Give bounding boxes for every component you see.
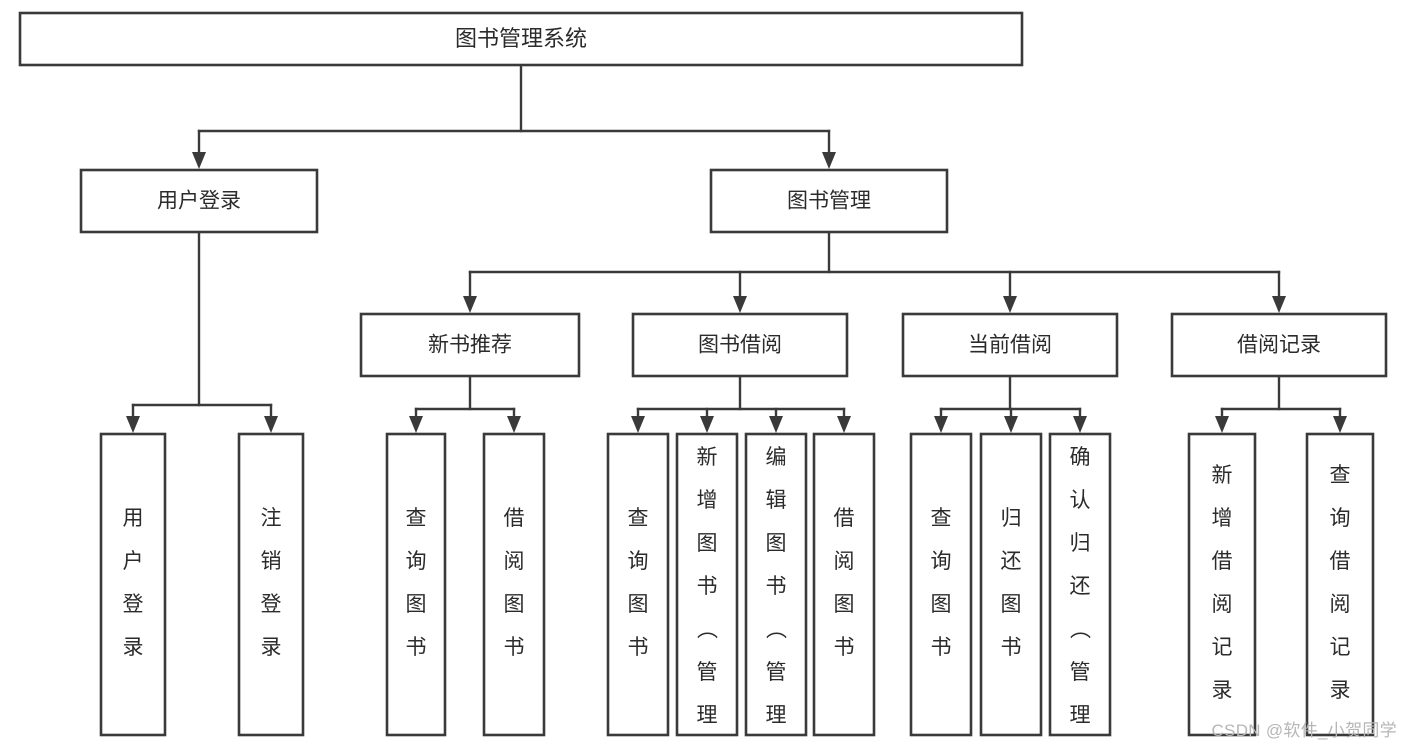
- node-box-borrow-record[interactable]: [1170, 312, 1388, 378]
- node-label-leaf-query-borrow-record: 查询借阅记录: [1330, 464, 1351, 702]
- node-label-leaf-query-book-2: 查询图书: [628, 507, 649, 659]
- node-label-borrow-record: 借阅记录: [1237, 334, 1321, 357]
- arrow-head-icon: [837, 416, 851, 433]
- node-box-leaf-query-book-3[interactable]: [909, 432, 973, 737]
- node-layer: 图书管理系统用户登录图书管理新书推荐图书借阅当前借阅借阅记录用户登录注销登录查询…: [18, 11, 1388, 747]
- arrow-head-icon: [1003, 296, 1017, 313]
- node-label-leaf-add-book-admin: 新增图书（管理员）: [697, 446, 719, 747]
- node-box-current-borrow[interactable]: [901, 312, 1119, 378]
- node-label-leaf-logout-login: 注销登录: [261, 507, 282, 659]
- node-box-leaf-query-borrow-record[interactable]: [1305, 432, 1375, 737]
- arrow-head-icon: [264, 416, 278, 433]
- node-box-book-borrow[interactable]: [631, 312, 849, 378]
- node-label-book-borrow: 图书借阅: [698, 334, 782, 357]
- node-label-new-book-recommend: 新书推荐: [428, 334, 512, 357]
- csdn-watermark: CSDN @软件_小贺同学: [1211, 721, 1397, 740]
- arrow-head-icon: [631, 416, 645, 433]
- node-box-leaf-borrow-book-2[interactable]: [812, 432, 876, 737]
- node-label-leaf-query-book-3: 查询图书: [931, 507, 952, 659]
- node-box-leaf-borrow-book-1[interactable]: [482, 432, 546, 737]
- arrow-head-icon: [1272, 296, 1286, 313]
- arrow-head-icon: [733, 296, 747, 313]
- arrow-head-icon: [463, 296, 477, 313]
- node-label-leaf-query-book-1: 查询图书: [406, 507, 427, 659]
- node-box-leaf-add-borrow-record[interactable]: [1187, 432, 1257, 737]
- node-box-leaf-user-login[interactable]: [99, 432, 167, 737]
- arrow-head-icon: [1333, 416, 1347, 433]
- node-label-current-borrow: 当前借阅: [968, 334, 1052, 357]
- node-box-leaf-confirm-return-admin[interactable]: [1048, 432, 1112, 737]
- node-label-book-manage: 图书管理: [787, 190, 871, 213]
- node-box-leaf-add-book-admin[interactable]: [675, 432, 739, 737]
- node-box-leaf-query-book-1[interactable]: [385, 432, 447, 737]
- arrow-head-icon: [192, 152, 206, 169]
- node-label-root: 图书管理系统: [455, 26, 587, 51]
- node-box-leaf-query-book-2[interactable]: [606, 432, 670, 737]
- node-label-leaf-borrow-book-2: 借阅图书: [834, 507, 855, 659]
- arrow-head-icon: [409, 416, 423, 433]
- node-label-user-login: 用户登录: [157, 190, 241, 213]
- node-label-leaf-borrow-book-1: 借阅图书: [504, 507, 525, 659]
- node-box-user-login[interactable]: [79, 168, 319, 234]
- node-label-leaf-user-login: 用户登录: [123, 507, 144, 659]
- arrow-head-icon: [769, 416, 783, 433]
- arrow-head-icon: [1215, 416, 1229, 433]
- arrow-head-icon: [934, 416, 948, 433]
- node-label-leaf-return-book: 归还图书: [1001, 507, 1022, 659]
- node-box-root[interactable]: [18, 11, 1024, 67]
- node-box-book-manage[interactable]: [709, 168, 949, 234]
- node-label-leaf-edit-book-admin: 编辑图书（管理员）: [766, 446, 788, 747]
- node-label-leaf-confirm-return-admin: 确认归还（管理员）: [1070, 446, 1092, 747]
- arrow-head-icon: [126, 416, 140, 433]
- node-box-leaf-return-book[interactable]: [979, 432, 1043, 737]
- node-label-leaf-add-borrow-record: 新增借阅记录: [1212, 464, 1233, 702]
- arrow-head-icon: [1004, 416, 1018, 433]
- arrow-head-icon: [507, 416, 521, 433]
- connector-layer: [126, 63, 1347, 433]
- arrow-head-icon: [700, 416, 714, 433]
- node-box-leaf-logout-login[interactable]: [237, 432, 305, 737]
- node-box-leaf-edit-book-admin[interactable]: [744, 432, 808, 737]
- arrow-head-icon: [822, 152, 836, 169]
- arrow-head-icon: [1073, 416, 1087, 433]
- node-box-new-book-recommend[interactable]: [359, 312, 581, 378]
